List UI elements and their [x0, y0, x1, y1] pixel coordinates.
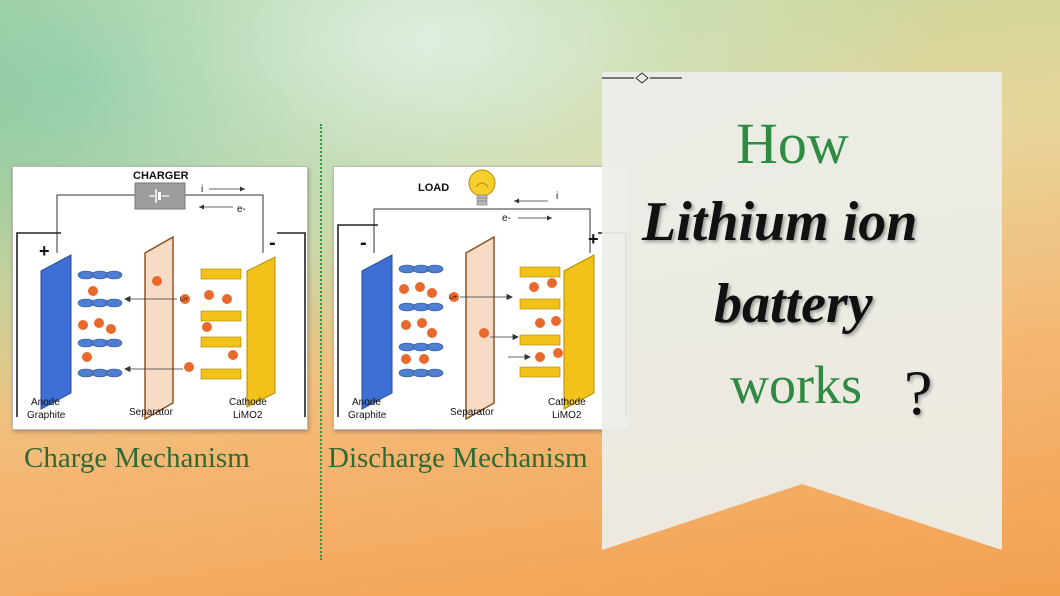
current-label: i: [556, 191, 558, 202]
lithium-ions-anode: [399, 282, 437, 364]
moving-ion: [449, 292, 459, 302]
title-banner: How Lithium ion battery works ?: [602, 72, 1002, 550]
lithium-ions-cathode: [202, 290, 238, 360]
cathode-material-label: LiMO2: [233, 410, 263, 421]
graphite-layers: [398, 264, 444, 378]
cathode-label: Cathode: [229, 397, 267, 408]
charge-diagram: CHARGER i e- + -: [12, 166, 308, 430]
cathode-plate: [246, 256, 276, 408]
anode-plate: [40, 254, 72, 410]
plus-sign: +: [588, 229, 599, 249]
charger-label: CHARGER: [133, 170, 189, 182]
title-works: works: [730, 355, 862, 415]
lithium-ions-cathode: [529, 278, 563, 362]
ion-label: Li+: [449, 295, 458, 301]
discharge-ion-arrows: [460, 293, 531, 361]
external-circuit-wire: [373, 208, 591, 253]
lightbulb-icon: [468, 169, 496, 206]
cathode-label: Cathode: [548, 397, 586, 408]
diamond-divider-icon: [602, 72, 682, 84]
title-battery: battery: [714, 273, 873, 335]
moving-ion: [184, 362, 194, 372]
plus-sign: +: [39, 241, 50, 261]
charge-ion-arrows: [124, 295, 183, 373]
ion-label: Li+: [180, 297, 189, 303]
ion-in-separator: [152, 276, 162, 286]
banner-shape: [602, 72, 1002, 550]
moving-ion: [180, 294, 190, 304]
electron-label: e-: [502, 213, 511, 224]
charge-diagram-svg: CHARGER i e- + -: [16, 170, 306, 421]
separator-label: Separator: [129, 407, 174, 418]
negative-terminal-bracket: [337, 224, 378, 417]
discharge-caption: Discharge Mechanism: [328, 442, 588, 474]
current-label: i: [201, 184, 203, 195]
discharge-diagram-svg: LOAD i e- - +: [337, 169, 627, 421]
cathode-material-label: LiMO2: [552, 410, 582, 421]
battery-symbol-icon: [149, 189, 169, 203]
cathode-plate: [563, 254, 595, 410]
cathode-layers: [519, 266, 561, 378]
anode-plate: [361, 254, 393, 410]
anode-label: Anode: [31, 397, 60, 408]
graphite-layers: [77, 270, 123, 378]
lithium-ions-anode: [78, 286, 116, 362]
electron-label: e-: [237, 204, 246, 215]
anode-material-label: Graphite: [348, 410, 387, 421]
discharge-diagram: LOAD i e- - +: [333, 166, 629, 430]
panel-divider: [320, 124, 322, 560]
title-lithium-ion: Lithium ion: [642, 191, 918, 253]
title-how: How: [736, 111, 849, 176]
separator: [465, 235, 495, 421]
cathode-layers: [200, 268, 242, 380]
charge-caption: Charge Mechanism: [24, 442, 250, 474]
separator: [144, 235, 174, 421]
load-label: LOAD: [418, 182, 449, 194]
positive-terminal-bracket: [16, 232, 61, 417]
minus-sign: -: [360, 232, 367, 254]
anode-label: Anode: [352, 397, 381, 408]
title-question-mark: ?: [904, 357, 933, 428]
anode-material-label: Graphite: [27, 410, 66, 421]
minus-sign: -: [269, 232, 276, 254]
separator-label: Separator: [450, 407, 495, 418]
negative-terminal-bracket: [277, 232, 306, 417]
ion-in-separator: [479, 328, 489, 338]
